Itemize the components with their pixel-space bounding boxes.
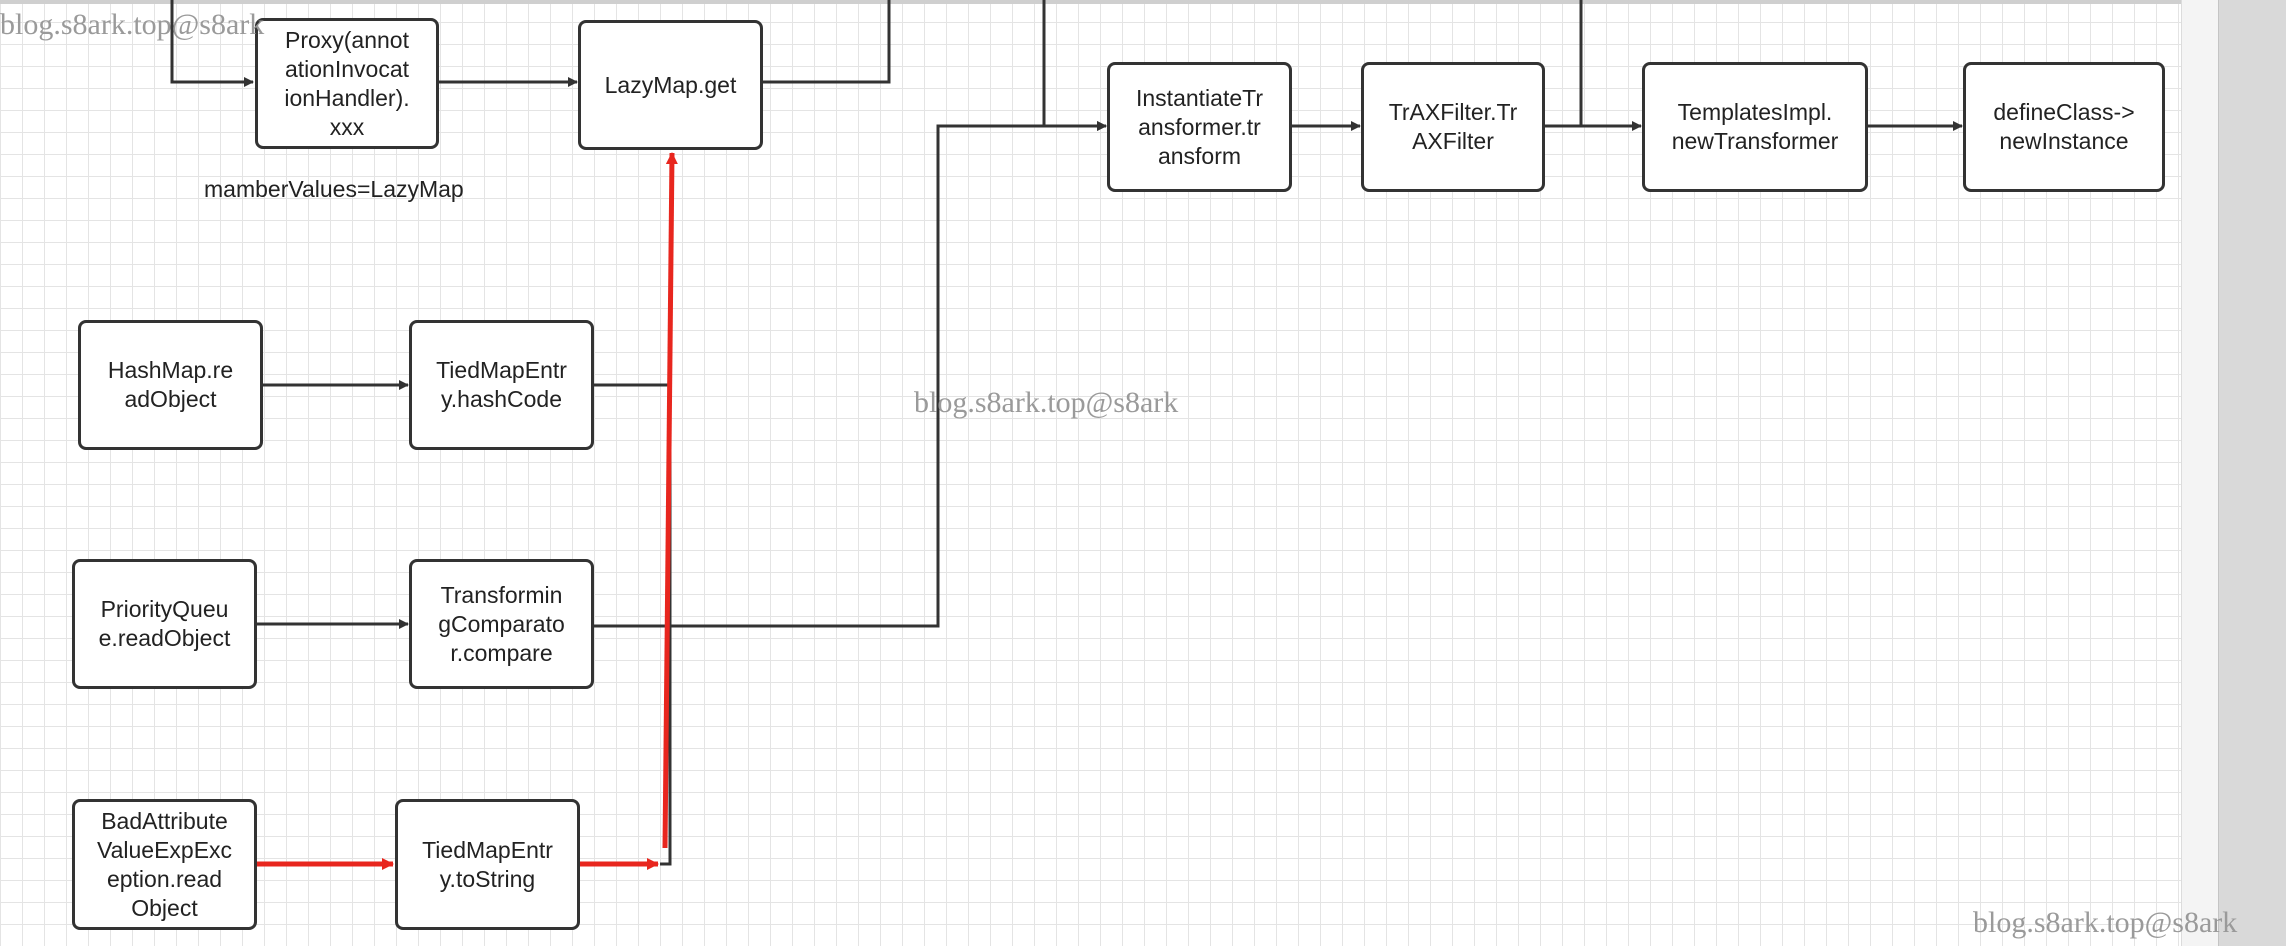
watermark-center: blog.s8ark.top@s8ark xyxy=(914,386,1179,419)
edge-spine-to-lazymap xyxy=(662,152,678,849)
edge-transforming-to-instantiate xyxy=(594,121,1107,628)
node-transforming-comparator[interactable]: Transformin gComparato r.compare xyxy=(409,559,594,689)
edge-top-to-proxy xyxy=(170,0,254,87)
node-instantiate-transformer[interactable]: InstantiateTr ansformer.tr ansform xyxy=(1107,62,1292,192)
right-panel-edge xyxy=(2181,0,2219,946)
edge-top-to-instantiate xyxy=(1042,0,1107,131)
node-priorityqueue-readobject[interactable]: PriorityQueu e.readObject xyxy=(72,559,257,689)
node-tiedmapentry-hashcode[interactable]: TiedMapEntr y.hashCode xyxy=(409,320,594,450)
member-values-label: mamberValues=LazyMap xyxy=(204,176,464,202)
vertical-scrollbar[interactable] xyxy=(2218,0,2286,946)
node-tiedmapentry-tostring[interactable]: TiedMapEntr y.toString xyxy=(395,799,580,930)
edge-lazymap-out xyxy=(763,0,891,84)
node-defineclass[interactable]: defineClass-> newInstance xyxy=(1963,62,2165,192)
watermark-top-left: blog.s8ark.top@s8ark xyxy=(0,8,265,41)
node-badattribute-readobject[interactable]: BadAttribute ValueExpExc eption.read Obj… xyxy=(72,799,257,930)
node-templatesimpl[interactable]: TemplatesImpl. newTransformer xyxy=(1642,62,1868,192)
node-lazymap-get[interactable]: LazyMap.get xyxy=(578,20,763,150)
node-proxy[interactable]: Proxy(annot ationInvocat ionHandler). xx… xyxy=(255,18,439,149)
watermark-bottom-right: blog.s8ark.top@s8ark xyxy=(1973,906,2238,939)
node-hashmap-readobject[interactable]: HashMap.re adObject xyxy=(78,320,263,450)
edge-layer xyxy=(170,0,1963,870)
top-scroll-edge xyxy=(0,0,2218,4)
node-traxfilter[interactable]: TrAXFilter.Tr AXFilter xyxy=(1361,62,1545,192)
